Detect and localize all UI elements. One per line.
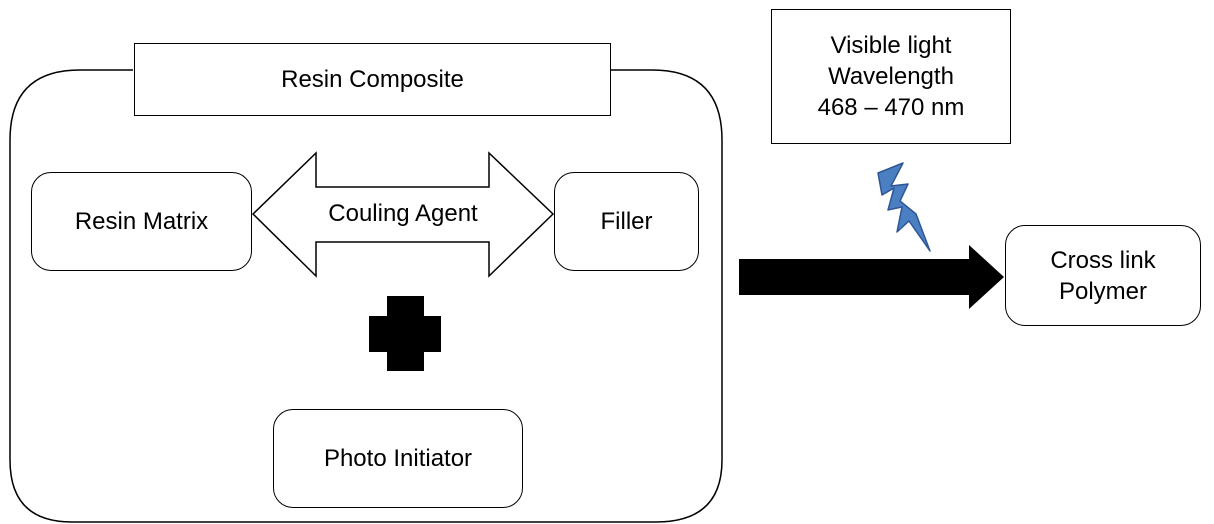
cross-link-polymer-line-1: Cross link	[1050, 246, 1156, 274]
coupling-agent-label: Couling Agent	[328, 200, 478, 227]
lightning-icon	[877, 162, 931, 252]
double-arrow-icon	[251, 151, 555, 278]
resin-matrix-label: Resin Matrix	[74, 207, 209, 235]
visible-light-line-2: Wavelength	[828, 63, 954, 90]
filler-box: Filler	[554, 172, 699, 271]
visible-light-line-3: 468 – 470 nm	[817, 94, 965, 121]
resin-composite-container	[9, 69, 723, 523]
cross-link-polymer-box: Cross link Polymer	[1005, 225, 1201, 326]
right-arrow-icon	[739, 245, 1004, 309]
resin-composite-title-box: Resin Composite	[134, 43, 611, 116]
visible-light-line-1: Visible light	[830, 32, 952, 59]
visible-light-box: Visible light Wavelength 468 – 470 nm	[771, 9, 1011, 144]
cross-link-polymer-line-2: Polymer	[1058, 277, 1148, 305]
resin-composite-title: Resin Composite	[281, 65, 464, 93]
plus-icon	[369, 296, 441, 371]
photo-initiator-label: Photo Initiator	[323, 444, 473, 472]
photo-initiator-box: Photo Initiator	[273, 409, 523, 508]
filler-label: Filler	[600, 207, 653, 235]
resin-matrix-box: Resin Matrix	[31, 172, 252, 271]
